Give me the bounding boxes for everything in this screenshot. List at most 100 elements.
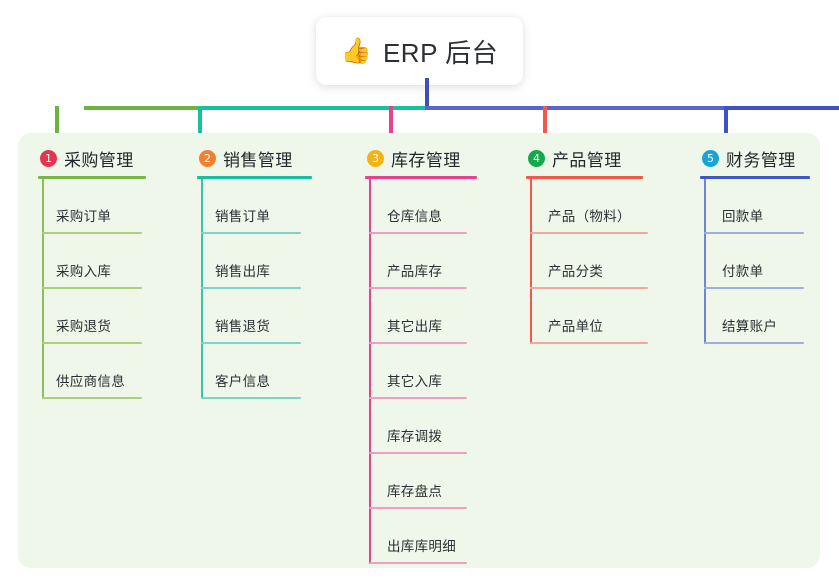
column-4: 4 产品管理产品（物料） 产品分类产品单位 <box>526 146 648 344</box>
drop-connector-3 <box>389 106 393 151</box>
leaf-item-label: 采购退货 <box>56 319 112 334</box>
leaf-item[interactable]: 库存盘点 <box>369 454 477 509</box>
leaf-item-rule <box>704 342 804 344</box>
leaf-item[interactable]: 供应商信息 <box>42 344 146 399</box>
leaf-item-rule <box>42 287 142 289</box>
leaf-item-rule <box>369 507 467 509</box>
leaf-item-label: 其它入库 <box>387 374 443 389</box>
column-spine-4 <box>530 179 532 344</box>
drop-connector-2 <box>198 106 202 151</box>
column-header-rule-1 <box>38 176 146 179</box>
thumbs-up-icon: 👍 <box>340 36 372 65</box>
leaf-item[interactable]: 产品单位 <box>530 289 648 344</box>
leaf-item-label: 付款单 <box>722 264 764 279</box>
leaf-item-label: 产品（物料） <box>548 209 631 224</box>
leaf-item[interactable]: 产品分类 <box>530 234 648 289</box>
column-5: 5 财务管理回款单付款单结算账户 <box>700 146 810 344</box>
diagram-panel <box>18 133 820 568</box>
column-items-1: 采购订单采购入库采购退货供应商信息 <box>42 179 146 399</box>
bus-segment-green <box>84 106 200 110</box>
column-badge-5: 5 <box>702 149 719 167</box>
leaf-item[interactable]: 采购退货 <box>42 289 146 344</box>
leaf-item-rule <box>369 397 467 399</box>
leaf-item[interactable]: 出库库明细 <box>369 509 477 564</box>
column-header-rule-5 <box>700 176 810 179</box>
drop-connector-1 <box>55 106 59 151</box>
leaf-item-rule <box>530 287 648 289</box>
column-spine-3 <box>369 179 371 564</box>
leaf-item-label: 库存盘点 <box>387 484 443 499</box>
leaf-item-label: 产品库存 <box>387 264 443 279</box>
leaf-item-label: 销售订单 <box>215 209 271 224</box>
leaf-item[interactable]: 付款单 <box>704 234 810 289</box>
column-badge-2: 2 <box>199 149 216 167</box>
leaf-item-label: 出库库明细 <box>387 539 456 554</box>
leaf-item[interactable]: 结算账户 <box>704 289 810 344</box>
leaf-item-rule <box>369 232 467 234</box>
leaf-item-label: 仓库信息 <box>387 209 443 224</box>
leaf-item-label: 采购订单 <box>56 209 112 224</box>
leaf-item[interactable]: 销售订单 <box>201 179 312 234</box>
leaf-item-rule <box>201 287 301 289</box>
root-node-title: ERP 后台 <box>382 37 499 68</box>
leaf-item-rule <box>42 232 142 234</box>
leaf-item[interactable]: 销售出库 <box>201 234 312 289</box>
leaf-item-rule <box>201 232 301 234</box>
column-3: 3 库存管理仓库信息产品库存其它出库其它入库库存调拨库存盘点出库库明细 <box>365 146 477 564</box>
root-stem-connector <box>425 78 429 108</box>
leaf-item[interactable]: 采购订单 <box>42 179 146 234</box>
column-header-1[interactable]: 1 采购管理 <box>38 146 146 170</box>
column-title-1: 采购管理 <box>64 150 134 170</box>
drop-connector-5 <box>724 106 728 151</box>
leaf-item-rule <box>704 232 804 234</box>
bus-segment-teal <box>198 106 427 110</box>
leaf-item-label: 结算账户 <box>722 319 778 334</box>
root-node-content: 👍 ERP 后台 <box>341 33 498 70</box>
leaf-item[interactable]: 其它入库 <box>369 344 477 399</box>
column-header-5[interactable]: 5 财务管理 <box>700 146 810 170</box>
leaf-item-label: 销售退货 <box>215 319 271 334</box>
column-title-5: 财务管理 <box>726 150 796 170</box>
column-badge-1: 1 <box>40 149 57 167</box>
column-badge-3: 3 <box>367 149 384 167</box>
column-header-rule-3 <box>365 176 477 179</box>
column-spine-5 <box>704 179 706 344</box>
leaf-item[interactable]: 其它出库 <box>369 289 477 344</box>
leaf-item[interactable]: 产品（物料） <box>530 179 648 234</box>
leaf-item[interactable]: 客户信息 <box>201 344 312 399</box>
column-title-4: 产品管理 <box>552 150 622 170</box>
column-badge-4: 4 <box>528 149 545 167</box>
column-items-3: 仓库信息产品库存其它出库其它入库库存调拨库存盘点出库库明细 <box>369 179 477 564</box>
column-items-2: 销售订单销售出库销售退货客户信息 <box>201 179 312 399</box>
column-title-2: 销售管理 <box>223 150 293 170</box>
leaf-item[interactable]: 仓库信息 <box>369 179 477 234</box>
column-1: 1 采购管理采购订单采购入库采购退货供应商信息 <box>38 146 146 399</box>
leaf-item-rule <box>369 562 467 564</box>
leaf-item[interactable]: 销售退货 <box>201 289 312 344</box>
leaf-item[interactable]: 产品库存 <box>369 234 477 289</box>
leaf-item-rule <box>704 287 804 289</box>
column-header-2[interactable]: 2 销售管理 <box>197 146 312 170</box>
column-header-rule-2 <box>197 176 312 179</box>
drop-connector-4 <box>543 106 547 151</box>
column-header-rule-4 <box>526 176 643 179</box>
leaf-item-rule <box>369 342 467 344</box>
leaf-item[interactable]: 采购入库 <box>42 234 146 289</box>
column-header-3[interactable]: 3 库存管理 <box>365 146 477 170</box>
root-node-card[interactable]: 👍 ERP 后台 <box>316 17 523 85</box>
column-title-3: 库存管理 <box>391 150 461 170</box>
column-header-4[interactable]: 4 产品管理 <box>526 146 643 170</box>
leaf-item-label: 库存调拨 <box>387 429 443 444</box>
leaf-item[interactable]: 回款单 <box>704 179 810 234</box>
column-items-5: 回款单付款单结算账户 <box>704 179 810 344</box>
leaf-item-label: 销售出库 <box>215 264 271 279</box>
leaf-item-label: 产品单位 <box>548 319 604 334</box>
column-spine-1 <box>42 179 44 399</box>
leaf-item-label: 客户信息 <box>215 374 271 389</box>
leaf-item[interactable]: 库存调拨 <box>369 399 477 454</box>
column-2: 2 销售管理销售订单销售出库销售退货客户信息 <box>197 146 312 399</box>
leaf-item-label: 其它出库 <box>387 319 443 334</box>
column-items-4: 产品（物料） 产品分类产品单位 <box>530 179 648 344</box>
leaf-item-label: 采购入库 <box>56 264 112 279</box>
